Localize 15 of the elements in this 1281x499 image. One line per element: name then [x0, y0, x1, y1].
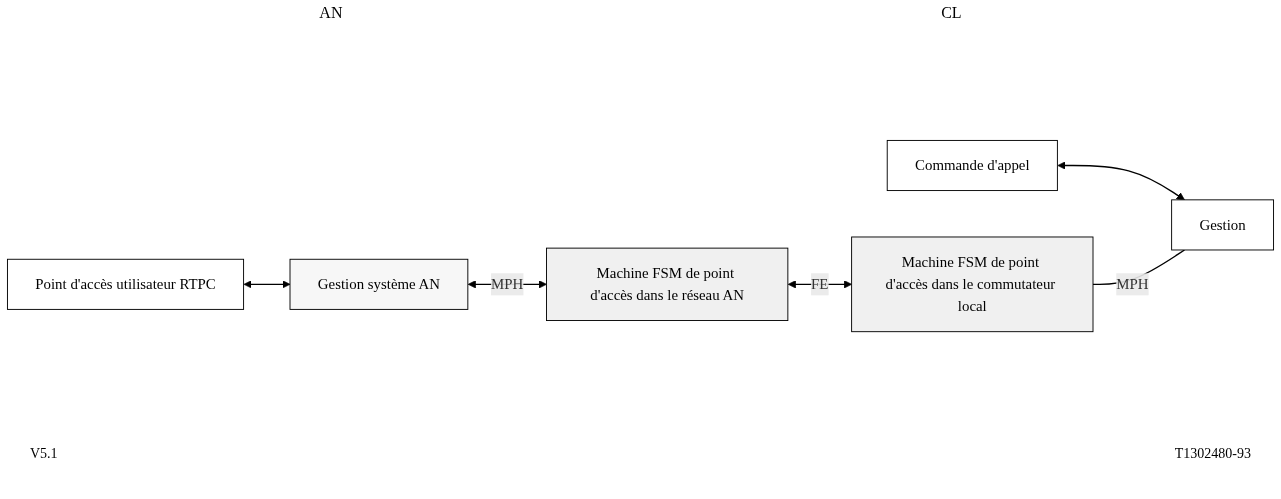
node-box: Machine FSM de point d'accès dans le commutateur local — [851, 236, 1094, 333]
arrow — [1057, 161, 1185, 201]
node-box: Commande d'appel — [886, 139, 1058, 191]
node-box: Machine FSM de point d'accès dans le réseau AN — [546, 247, 789, 321]
node-box: Gestion — [1171, 199, 1274, 251]
label-text: CL — [941, 4, 962, 22]
label-text: AN — [319, 4, 343, 22]
edge-label: MPH — [1116, 275, 1149, 292]
label-text: V5.1 — [30, 446, 58, 462]
edge-label: MPH — [491, 275, 524, 292]
arrow — [243, 280, 291, 289]
node-box: Point d'accès utilisateur RTPC — [7, 258, 245, 310]
label-text: T1302480-93 — [1174, 446, 1251, 462]
node-box: Gestion système AN — [289, 258, 469, 310]
edge-label: FE — [811, 275, 829, 292]
